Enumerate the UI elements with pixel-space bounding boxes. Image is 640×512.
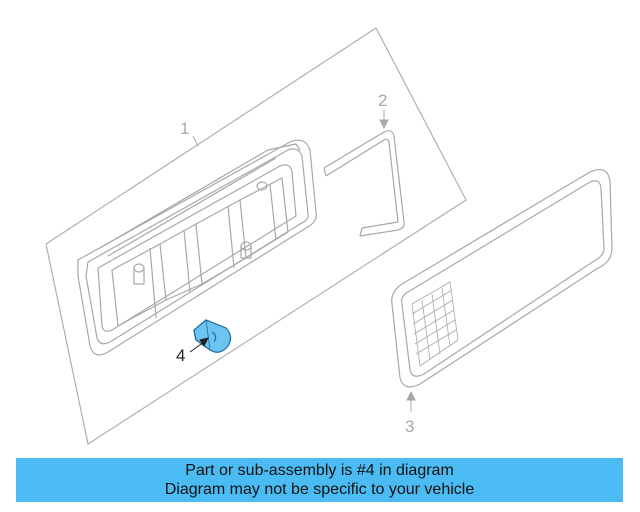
info-banner: Part or sub-assembly is #4 in diagram Di… [16,458,623,502]
callout-3: 3 [405,417,414,436]
callout-2: 2 [378,91,387,110]
lens-reflector-pattern [411,281,459,367]
callout-4: 4 [176,346,185,365]
gasket[interactable] [323,130,405,237]
banner-line-2: Diagram may not be specific to your vehi… [164,481,475,498]
bulb[interactable] [193,319,232,353]
callout-1: 1 [180,119,189,138]
lamp-lens[interactable] [391,169,613,388]
leader-lines [189,110,416,412]
tail-lamp-housing[interactable] [77,139,317,356]
assembly-panel [45,27,467,445]
banner-line-1: Part or sub-assembly is #4 in diagram [185,462,454,479]
